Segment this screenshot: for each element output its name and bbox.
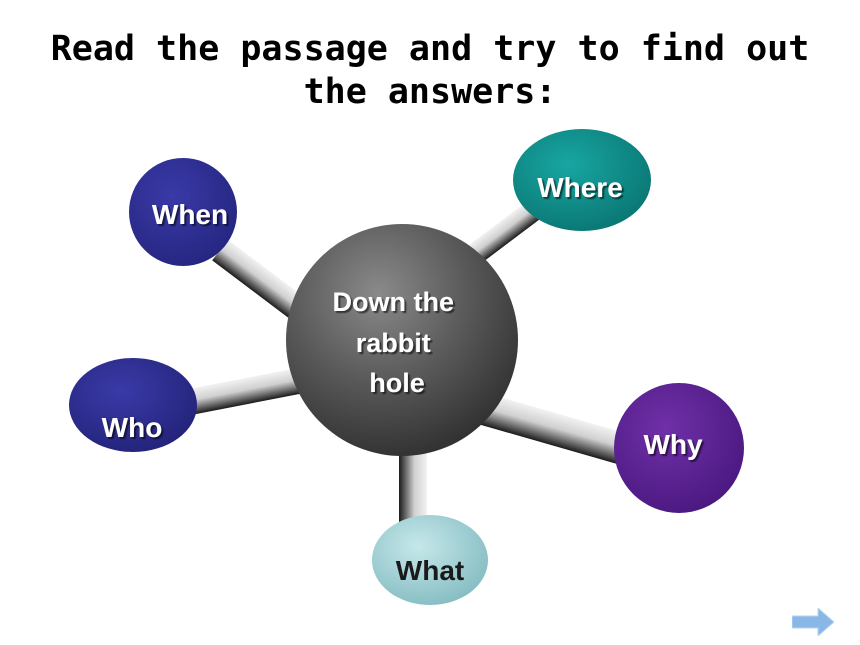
center-node: Down the rabbit hole xyxy=(286,224,518,456)
node-why-label: Why xyxy=(643,429,703,460)
node-what-label: What xyxy=(396,555,464,586)
slide-title: Read the passage and try to find out the… xyxy=(0,28,860,114)
title-line-2: the answers: xyxy=(303,72,557,112)
node-when: When xyxy=(129,158,237,266)
spoke-why xyxy=(475,392,629,465)
node-why: Why xyxy=(614,383,744,513)
node-where-label: Where xyxy=(537,172,623,203)
center-label-line-2: rabbit xyxy=(356,328,431,358)
node-what: What xyxy=(372,515,488,605)
svg-text:Down the rabbit ho: Down the rabbit hole xyxy=(332,287,461,398)
spoke-what xyxy=(399,445,427,525)
node-when-label: When xyxy=(152,199,228,230)
title-line-1: Read the passage and try to find out xyxy=(50,29,810,69)
node-where: Where xyxy=(513,129,651,231)
node-who-label: Who xyxy=(102,412,163,443)
right-arrow-icon[interactable] xyxy=(792,608,834,636)
center-label-line-1: Down the xyxy=(332,287,454,317)
center-label-line-3: hole xyxy=(369,368,425,398)
node-who: Who xyxy=(69,358,197,452)
spoke-who xyxy=(187,366,311,415)
spokes xyxy=(187,189,629,525)
